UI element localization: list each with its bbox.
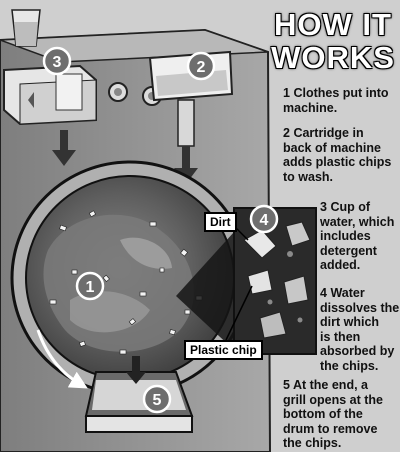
- marker-4-label: 4: [260, 212, 269, 229]
- step-3-line: detergent: [320, 243, 377, 258]
- step-4-number: 4: [320, 286, 327, 300]
- step-4-text: 4 Water dissolves the dirt which is then…: [320, 286, 399, 373]
- step-2-text: 2 Cartridge in back of machine adds plas…: [283, 126, 391, 184]
- step-2-line: 2 Cartridge in: [283, 126, 364, 140]
- step-4-line: the chips.: [320, 358, 379, 373]
- dirt-label: Dirt: [204, 212, 237, 232]
- step-1-text: 1 Clothes put into machine.: [283, 86, 389, 115]
- step-3-number: 3: [320, 200, 327, 214]
- step-5-number: 5: [283, 378, 290, 392]
- chip-pointer: [225, 285, 253, 341]
- step-4-line: 4 Water: [320, 286, 365, 300]
- marker-5-label: 5: [153, 392, 162, 409]
- marker-2-label: 2: [197, 59, 206, 76]
- marker-1-label: 1: [86, 279, 95, 296]
- step-5-line: drum to remove: [283, 421, 378, 436]
- step-3-line: includes: [320, 229, 371, 243]
- zoom-connector: [176, 232, 234, 350]
- title-line-1: HOW IT: [274, 7, 392, 42]
- marker-2: 2: [186, 51, 216, 81]
- step-1-number: 1: [283, 86, 290, 100]
- step-3-text: 3 Cup of water, which includes detergent…: [320, 200, 394, 273]
- step-4-line: dirt which: [320, 315, 380, 329]
- step-3-line: water, which: [320, 214, 395, 229]
- step-3-line: added.: [320, 258, 361, 272]
- rotation-arrow: [36, 329, 88, 389]
- step-2-line: adds plastic chips: [283, 155, 392, 169]
- step-4-line: dissolves the: [320, 300, 400, 315]
- step-1-line: machine.: [283, 100, 338, 115]
- step-5-line: the chips.: [283, 436, 342, 450]
- marker-3-label: 3: [53, 54, 62, 71]
- water-cup: [11, 9, 41, 47]
- step-1-line: 1 Clothes put into: [283, 86, 389, 100]
- step-5-line: grill opens at the: [283, 392, 384, 407]
- marker-1: 1: [75, 271, 105, 301]
- arrow-drum-to-tray: [126, 356, 146, 384]
- zoom-inset: [233, 207, 317, 355]
- step-5-line: 5 At the end, a: [283, 378, 368, 392]
- arrow-drawer-to-drum: [52, 130, 76, 166]
- detergent-drawer: [3, 64, 97, 126]
- step-5-line: bottom of the: [283, 407, 363, 421]
- step-2-line: back of machine: [283, 140, 381, 155]
- step-5-text: 5 At the end, a grill opens at the botto…: [283, 378, 383, 451]
- step-2-line: to wash.: [283, 169, 334, 184]
- step-4-line: is then: [320, 329, 361, 344]
- step-4-line: absorbed by: [320, 344, 395, 358]
- marker-4: 4: [249, 204, 279, 234]
- marker-3: 3: [42, 46, 72, 76]
- step-2-number: 2: [283, 126, 290, 140]
- title-line-2: WORKS: [271, 40, 395, 75]
- plastic-chip-label: Plastic chip: [184, 340, 263, 360]
- page-title: HOW IT WORKS: [266, 8, 400, 74]
- chip-collection-tray: [84, 371, 194, 433]
- marker-5: 5: [142, 384, 172, 414]
- step-3-line: 3 Cup of: [320, 200, 371, 214]
